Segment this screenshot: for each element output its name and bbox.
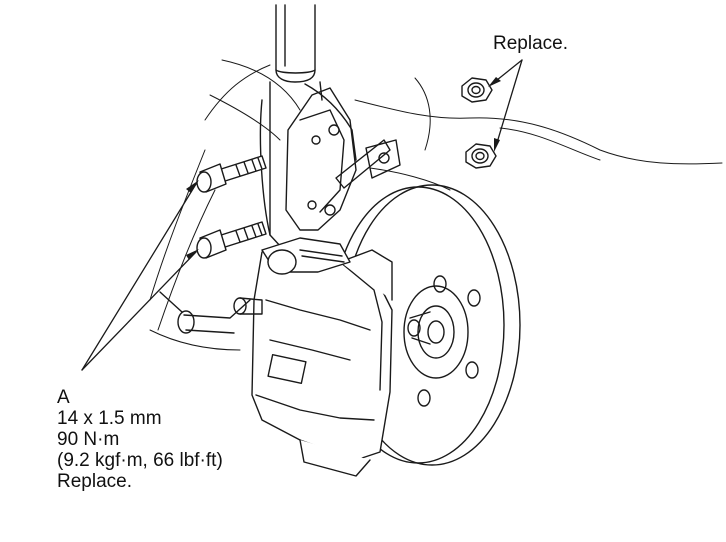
nut-upper — [461, 77, 493, 103]
bolt-a-lower — [196, 221, 267, 259]
bolt-a-upper — [196, 155, 267, 193]
bolt-size: 14 x 1.5 mm — [57, 408, 162, 429]
brake-caliper — [251, 243, 393, 477]
replace-nut-label: Replace. — [493, 33, 568, 54]
bolt-a-callout: A 14 x 1.5 mm 90 N·m (9.2 kgf·m, 66 lbf·… — [57, 387, 223, 492]
torque-alt-units: (9.2 kgf·m, 66 lbf·ft) — [57, 450, 223, 471]
leader-callout-a — [81, 183, 197, 371]
replace-bolt-label: Replace. — [57, 471, 132, 492]
tie-rod — [335, 139, 401, 189]
wheel-studs — [407, 275, 481, 407]
leader-replace-top — [491, 59, 523, 147]
caliper-bolt — [233, 297, 263, 315]
arrowheads-a — [186, 180, 199, 260]
torque-value: 90 N·m — [57, 429, 120, 450]
strut-assembly — [259, 4, 357, 249]
knuckle-bracket — [285, 87, 357, 231]
nut-lower — [465, 143, 497, 169]
callout-letter: A — [57, 387, 70, 408]
caliper-piston-boot — [261, 237, 351, 275]
arrowheads-top — [488, 77, 501, 152]
body-panel-outline — [149, 59, 723, 351]
lower-link — [159, 291, 251, 334]
